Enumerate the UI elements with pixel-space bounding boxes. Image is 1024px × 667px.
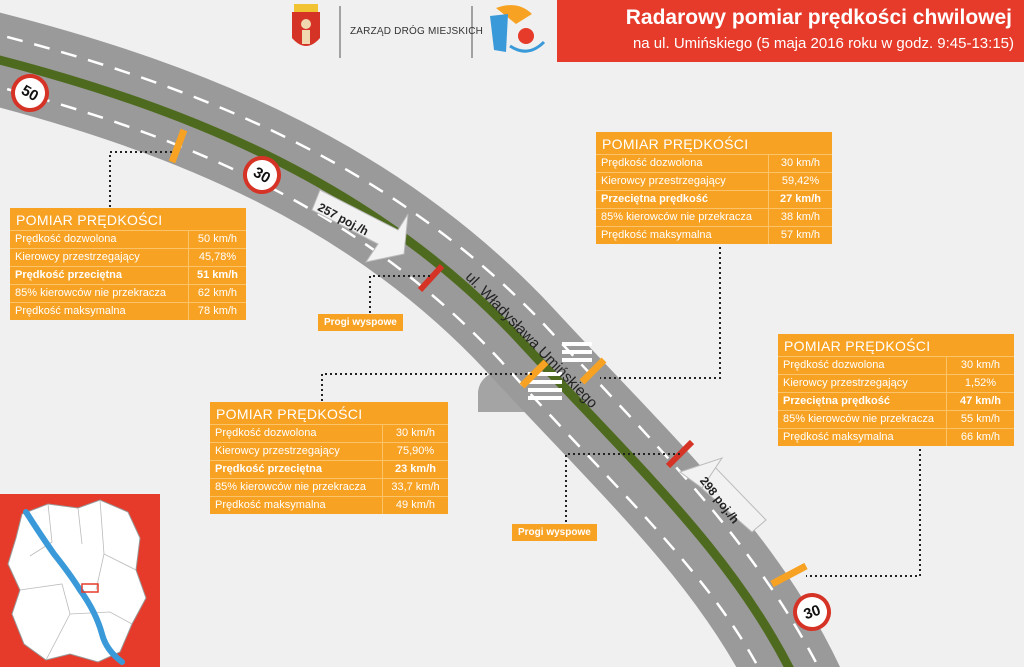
row-label: Przeciętna prędkość	[783, 395, 890, 407]
row-label: Prędkość przeciętna	[15, 269, 122, 281]
median-strip	[0, 55, 794, 667]
row-value: 55 km/h	[946, 411, 1014, 428]
row-label: Prędkość dozwolona	[15, 233, 117, 245]
row-value: 23 km/h	[382, 461, 448, 478]
row-label: Prędkość dozwolona	[601, 157, 703, 169]
speed-sign: 30	[793, 593, 831, 631]
row-label: Przeciętna prędkość	[601, 193, 708, 205]
row-label: 85% kierowców nie przekracza	[601, 211, 753, 223]
panel-title: POMIAR PRĘDKOŚCI	[16, 212, 163, 228]
row-label: 85% kierowców nie przekracza	[215, 481, 367, 493]
row-value: 50 km/h	[188, 231, 246, 248]
inset-map	[0, 494, 160, 667]
row-value: 78 km/h	[188, 303, 246, 320]
location-marker	[81, 583, 99, 593]
warsaw-map-icon	[7, 499, 147, 665]
row-value: 47 km/h	[946, 393, 1014, 410]
row-label: Kierowcy przestrzegający	[783, 377, 908, 389]
row-label: Prędkość maksymalna	[15, 305, 126, 317]
speed-sign-value: 30	[801, 602, 822, 624]
header-logos	[292, 4, 546, 58]
measurement-panel: POMIAR PRĘDKOŚCI Prędkość dozwolona 30 km…	[210, 402, 448, 514]
row-value: 33,7 km/h	[382, 479, 448, 496]
row-value: 38 km/h	[768, 209, 832, 226]
measurement-panel: POMIAR PRĘDKOŚCI Prędkość dozwolona 50 km…	[10, 208, 246, 320]
row-value: 1,52%	[946, 375, 1014, 392]
flow-arrow	[678, 457, 724, 489]
speed-sign: 30	[243, 156, 281, 194]
row-label: Prędkość przeciętna	[215, 463, 322, 475]
vistula-river	[23, 509, 125, 665]
row-label: Prędkość maksymalna	[601, 229, 712, 241]
speed-sign-value: 30	[250, 164, 273, 187]
row-value: 49 km/h	[382, 497, 448, 514]
row-label: Prędkość dozwolona	[215, 427, 317, 439]
panel-title: POMIAR PRĘDKOŚCI	[216, 406, 363, 422]
row-label: 85% kierowców nie przekracza	[783, 413, 935, 425]
row-label: Kierowcy przestrzegający	[601, 175, 726, 187]
title-box: Radarowy pomiar prędkości chwilowej na u…	[557, 0, 1024, 62]
row-value: 30 km/h	[382, 425, 448, 442]
panel-title: POMIAR PRĘDKOŚCI	[784, 338, 931, 354]
speed-bump-label: Progi wyspowe	[318, 314, 403, 331]
row-label: Kierowcy przestrzegający	[15, 251, 140, 263]
lane-marking	[0, 85, 760, 667]
page-subtitle: na ul. Umińskiego (5 maja 2016 roku w go…	[632, 35, 1014, 52]
speed-sign: 50	[11, 74, 49, 112]
row-value: 57 km/h	[768, 227, 832, 244]
flow-arrow	[311, 189, 409, 263]
org-name: ZARZĄD DRÓG MIEJSKICH	[350, 26, 484, 37]
measurement-panel: POMIAR PRĘDKOŚCI Prędkość dozwolona 30 km…	[596, 132, 832, 244]
panel-title: POMIAR PRĘDKOŚCI	[602, 136, 749, 152]
row-value: 30 km/h	[768, 155, 832, 172]
row-label: Prędkość maksymalna	[215, 499, 326, 511]
row-label: Kierowcy przestrzegający	[215, 445, 340, 457]
speed-bump-label: Progi wyspowe	[512, 524, 597, 541]
row-value: 30 km/h	[946, 357, 1014, 374]
row-label: Prędkość maksymalna	[783, 431, 894, 443]
row-value: 66 km/h	[946, 429, 1014, 446]
row-value: 27 km/h	[768, 191, 832, 208]
row-value: 62 km/h	[188, 285, 246, 302]
row-value: 45,78%	[188, 249, 246, 266]
measurement-panel: POMIAR PRĘDKOŚCI Prędkość dozwolona 30 km…	[778, 334, 1014, 446]
city-logo-icon	[490, 5, 546, 53]
speed-sign-value: 50	[18, 82, 41, 105]
row-value: 59,42%	[768, 173, 832, 190]
leader-line	[109, 151, 921, 577]
row-value: 51 km/h	[188, 267, 246, 284]
crosswalk	[528, 342, 592, 400]
row-value: 75,90%	[382, 443, 448, 460]
warsaw-crest-icon	[292, 4, 320, 46]
row-label: Prędkość dozwolona	[783, 359, 885, 371]
page-title: Radarowy pomiar prędkości chwilowej	[625, 6, 1012, 29]
measurement-marker	[168, 128, 808, 588]
row-label: 85% kierowców nie przekracza	[15, 287, 167, 299]
